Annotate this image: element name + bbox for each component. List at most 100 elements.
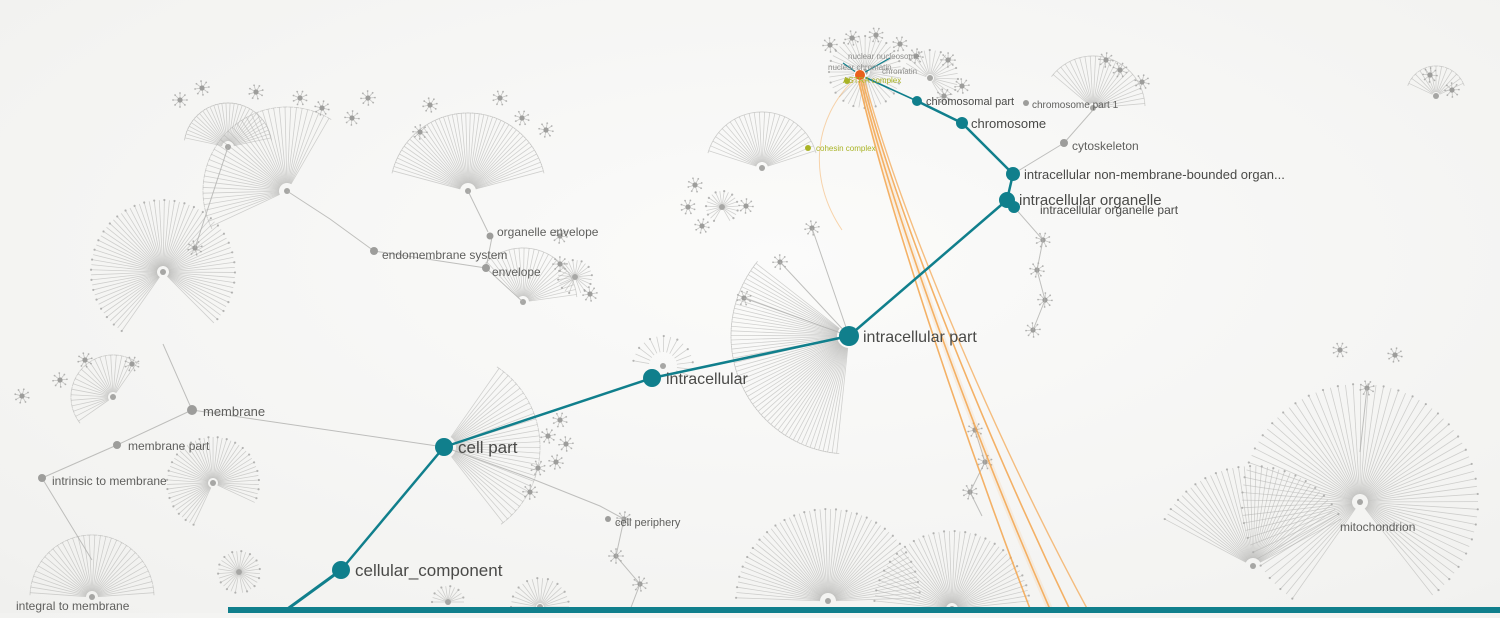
term-label[interactable]: chromosome part 1	[1032, 100, 1119, 111]
fan-apex-node	[210, 480, 216, 486]
term-node[interactable]	[487, 233, 494, 240]
fan-cluster	[708, 112, 816, 171]
term-label[interactable]: intrinsic to membrane	[52, 474, 167, 488]
flower-node	[1387, 347, 1402, 362]
term-node[interactable]	[1023, 100, 1029, 106]
flower-node	[538, 122, 554, 138]
term-node[interactable]	[370, 247, 378, 255]
term-node[interactable]	[1060, 139, 1068, 147]
node-label-intracellular-part[interactable]: intracellular part	[863, 329, 977, 346]
node-intracellular-nmb-organelle[interactable]	[1006, 167, 1020, 181]
fan-apex-node	[572, 274, 578, 280]
fan-apex-node	[660, 363, 666, 369]
node-intracellular[interactable]	[643, 369, 661, 387]
term-label[interactable]: envelope	[492, 265, 541, 279]
flower-node	[293, 91, 308, 106]
flower-nodes	[14, 28, 1460, 592]
term-node[interactable]	[605, 516, 611, 522]
node-label-intracellular-organelle-part[interactable]: intracellular organelle part	[1040, 203, 1179, 217]
term-node[interactable]	[482, 264, 490, 272]
fan-apex-node	[160, 269, 166, 275]
fan-apex-node	[445, 599, 451, 605]
fan-cluster	[203, 107, 331, 229]
flower-node	[514, 110, 529, 125]
small-term-label[interactable]: nuclear chromatin	[828, 63, 892, 72]
flower-node	[738, 198, 754, 214]
term-label[interactable]: cell periphery	[615, 517, 681, 529]
fan-apex-node	[1250, 563, 1256, 569]
fan-apex-node	[1357, 499, 1363, 505]
flower-node	[844, 30, 859, 45]
fan-cluster	[30, 535, 154, 600]
fan-apex-node	[825, 598, 831, 604]
main-path-edge	[341, 447, 444, 570]
flower-node	[681, 200, 696, 215]
highlighted-node[interactable]	[805, 145, 811, 151]
flower-node	[248, 84, 263, 99]
flower-node	[552, 256, 568, 272]
node-chromosomal-part[interactable]	[912, 96, 922, 106]
fan-apex-node	[719, 204, 725, 210]
flower-node	[14, 388, 29, 403]
fan-cluster	[1241, 383, 1479, 600]
term-label[interactable]: organelle envelope	[497, 225, 599, 239]
flower-node	[1134, 74, 1149, 89]
flower-node	[314, 100, 329, 115]
node-intracellular-part[interactable]	[839, 326, 859, 346]
node-label-chromosome[interactable]: chromosome	[971, 116, 1046, 131]
term-label[interactable]: integral to membrane	[16, 599, 130, 613]
term-label[interactable]: mitochondrion	[1340, 520, 1415, 534]
flower-node	[540, 428, 556, 444]
term-label[interactable]: cytoskeleton	[1072, 139, 1139, 153]
flower-node	[954, 78, 970, 94]
node-label-chromosomal-part[interactable]: chromosomal part	[926, 96, 1014, 108]
flower-node	[360, 90, 376, 106]
term-label[interactable]: endomembrane system	[382, 248, 507, 262]
flower-node	[582, 286, 598, 302]
node-label-intracellular-nmb-organelle[interactable]: intracellular non-membrane-bounded organ…	[1024, 167, 1285, 182]
flower-node	[552, 412, 567, 427]
fan-cluster	[392, 113, 544, 194]
teal-edge	[282, 570, 341, 613]
flower-node	[687, 177, 702, 192]
term-label[interactable]: membrane part	[128, 439, 210, 453]
fan-cluster	[705, 190, 739, 222]
fan-cluster	[510, 577, 570, 610]
small-term-label[interactable]: cohesin complex	[816, 144, 876, 153]
fan-cluster	[873, 530, 1030, 612]
node-cell-part[interactable]	[435, 438, 453, 456]
term-node[interactable]	[187, 405, 197, 415]
fan-cluster	[184, 103, 271, 150]
bottom-teal-bar	[228, 607, 1500, 613]
small-term-label[interactable]: ASTRA complex	[843, 76, 901, 85]
node-chromosome[interactable]	[956, 117, 968, 129]
term-label[interactable]: membrane	[203, 404, 265, 419]
fan-apex-node	[236, 569, 242, 575]
fan-apex-node	[927, 75, 933, 81]
fan-clusters	[30, 35, 1479, 612]
node-cellular-component[interactable]	[332, 561, 350, 579]
term-node[interactable]	[38, 474, 46, 482]
flower-node	[412, 124, 428, 140]
fan-apex-node	[759, 165, 765, 171]
flower-node	[522, 484, 538, 500]
node-label-cellular-component[interactable]: cellular_component	[355, 561, 503, 580]
flower-node	[344, 110, 360, 126]
flower-node	[940, 52, 956, 68]
flower-node	[492, 90, 507, 105]
fan-cluster	[217, 550, 261, 594]
flower-node	[1444, 82, 1460, 98]
node-label-intracellular[interactable]: intracellular	[666, 371, 748, 388]
flower-node	[172, 92, 188, 108]
flower-node	[422, 97, 438, 113]
fan-apex-node	[110, 394, 116, 400]
node-label-cell-part[interactable]: cell part	[458, 438, 518, 457]
flower-node	[892, 36, 907, 51]
fan-cluster	[735, 508, 921, 604]
flower-node	[558, 436, 574, 452]
term-node[interactable]	[113, 441, 121, 449]
small-term-label[interactable]: nuclear nucleosome	[848, 52, 920, 61]
flower-node	[1333, 343, 1348, 358]
